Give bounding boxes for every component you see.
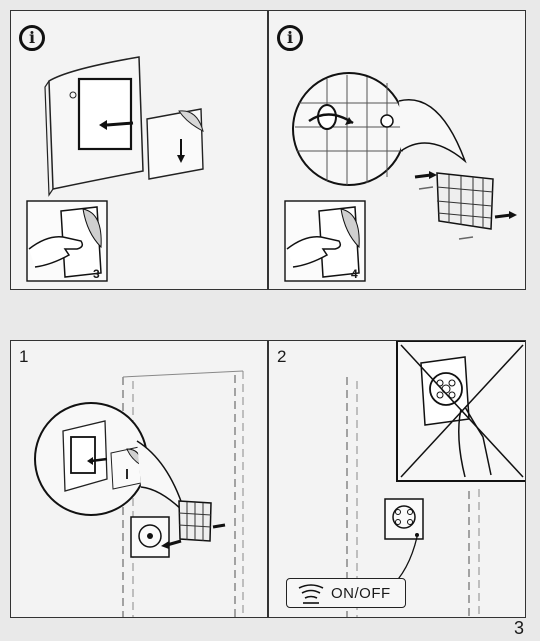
instruction-panel-info-a: i 3 bbox=[10, 10, 268, 290]
instruction-panel-step-2: 2 ON/OFF bbox=[268, 340, 526, 618]
page-number: 3 bbox=[513, 618, 524, 638]
frame-illustration bbox=[26, 56, 204, 282]
wall-mount-illustration bbox=[34, 370, 244, 617]
on-off-label: ON/OFF bbox=[331, 585, 391, 602]
instruction-panel-info-b: i bbox=[268, 10, 526, 290]
fan-waves-icon bbox=[298, 584, 324, 604]
step-number: 1 bbox=[19, 347, 29, 366]
info-icon: i bbox=[277, 25, 303, 51]
on-off-button[interactable]: ON/OFF bbox=[286, 578, 406, 608]
info-icon: i bbox=[19, 25, 45, 51]
sub-step-badge: 4 bbox=[351, 267, 358, 281]
instruction-panel-step-1: 1 bbox=[10, 340, 268, 618]
sub-step-badge: 3 bbox=[93, 267, 100, 281]
step-number: 2 bbox=[277, 347, 287, 366]
grille-illustration bbox=[284, 72, 517, 282]
wall-switch-illustration bbox=[346, 341, 525, 617]
